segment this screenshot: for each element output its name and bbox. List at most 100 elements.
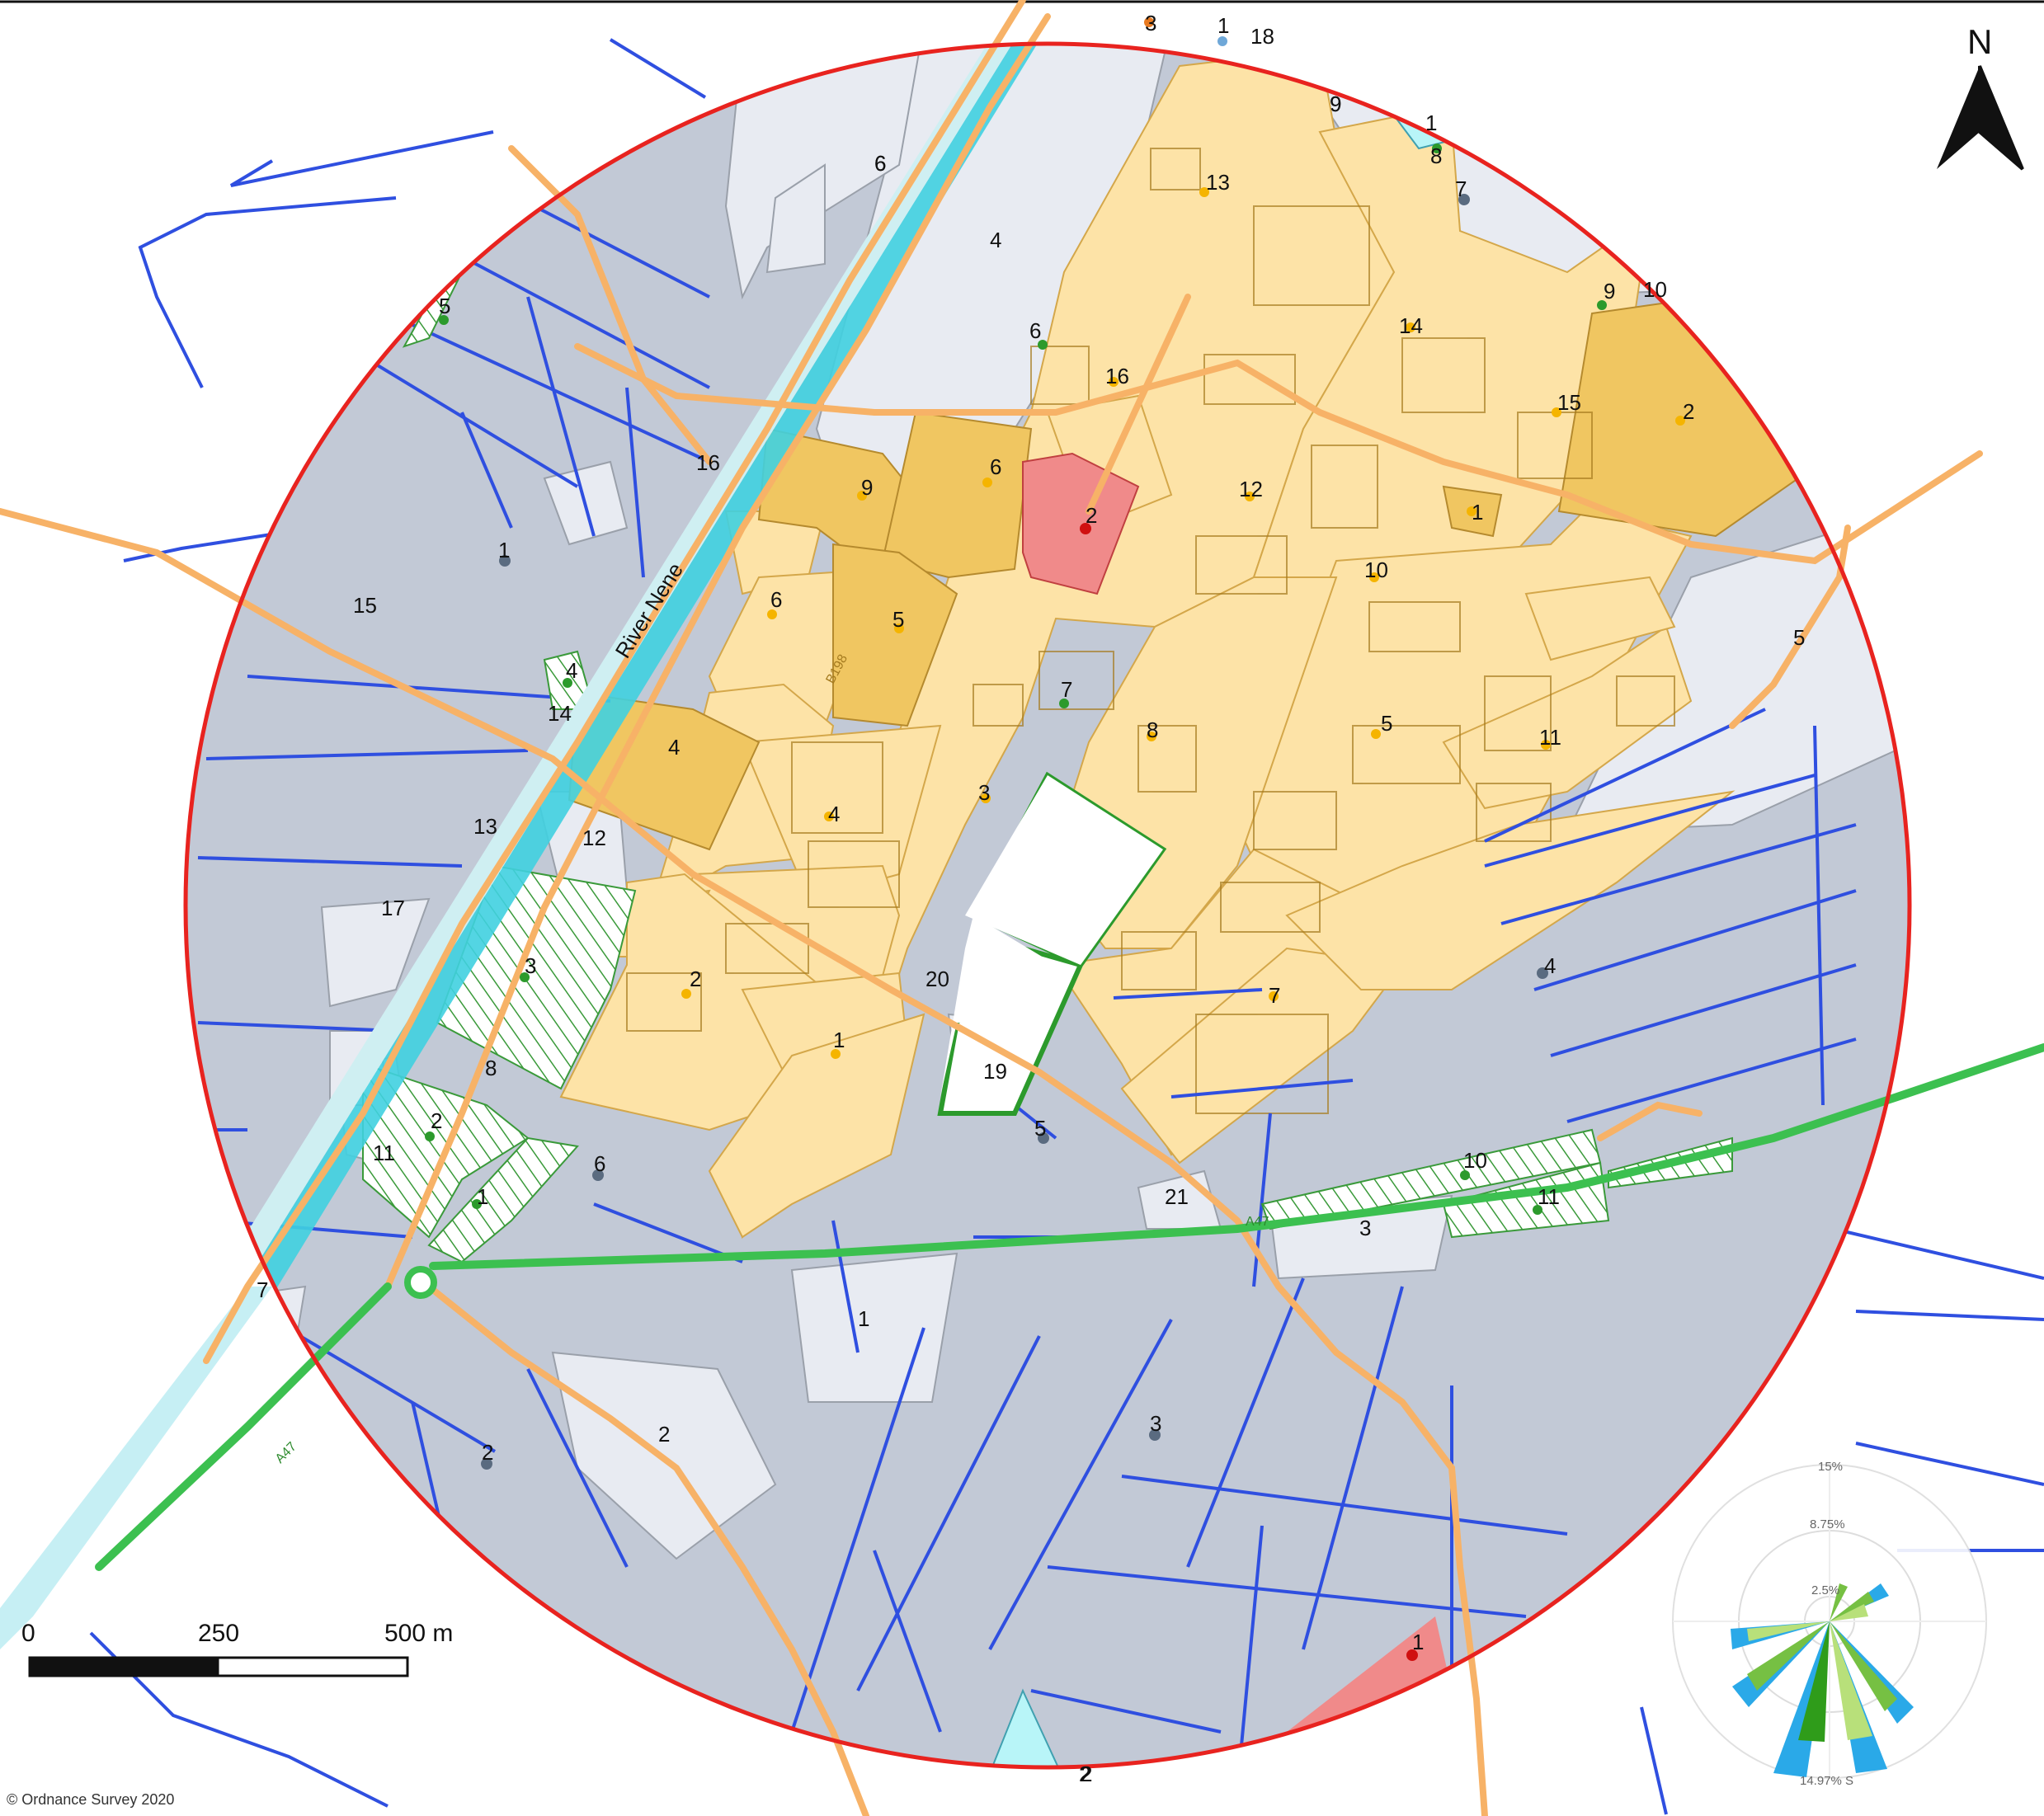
label-yellow-3: 3 <box>978 780 990 805</box>
scale-bar: 0 250 500 m <box>21 1620 453 1677</box>
label-lb-11: 11 <box>373 1141 395 1165</box>
label-lb-21: 21 <box>1165 1184 1189 1209</box>
marker-red <box>1406 1649 1418 1661</box>
label-yellow-12: 12 <box>1239 477 1263 501</box>
label-lb-6: 6 <box>874 151 886 176</box>
map-labels: 1 2 2 3 4 5 6 6 7 7 1 1 2 3 5 6 8 9 10 1… <box>257 11 1805 1786</box>
marker-grey <box>481 1458 492 1470</box>
label-lb-12: 12 <box>582 826 606 850</box>
label-green-10: 10 <box>1463 1148 1487 1173</box>
label-lb-2: 2 <box>658 1422 670 1447</box>
label-lb-10: 10 <box>1643 277 1667 302</box>
marker-grey <box>1149 1429 1161 1441</box>
road-label-a47-1: A47 <box>1246 1215 1269 1229</box>
label-yellow-1: 1 <box>833 1028 845 1052</box>
label-lb-13: 13 <box>473 814 497 839</box>
highlight-area-2 <box>1022 452 1140 595</box>
roundabout <box>404 1266 437 1299</box>
label-yellow-6b: 6 <box>990 454 1001 479</box>
label-yellow-5: 5 <box>892 607 904 632</box>
copyright: © Ordnance Survey 2020 <box>7 1791 174 1808</box>
wind-rose-ring-25: 2.5% <box>1811 1583 1839 1597</box>
label-yellow-7: 7 <box>1269 983 1280 1008</box>
buffer-circle <box>183 41 1912 1770</box>
label-lb-1: 1 <box>1217 13 1229 38</box>
label-lb-14: 14 <box>548 701 572 726</box>
label-lb-17: 17 <box>381 896 405 920</box>
label-lb-9: 9 <box>1330 92 1341 116</box>
water-body-2 <box>972 1688 1074 1767</box>
marker-red <box>1080 523 1091 534</box>
label-red-1: 1 <box>1412 1630 1424 1654</box>
scale-tick-0: 0 <box>21 1620 35 1647</box>
label-lb-5: 5 <box>1793 625 1805 650</box>
marker-grey <box>1537 967 1548 979</box>
wind-rose-max: 14.97% S <box>1800 1774 1853 1788</box>
label-green-1: 1 <box>477 1184 488 1209</box>
label-yellow-6: 6 <box>770 587 782 612</box>
label-yellow-4: 4 <box>828 802 840 826</box>
label-lb-8: 8 <box>485 1056 497 1080</box>
label-green-5: 5 <box>439 294 450 318</box>
label-green-8: 8 <box>1430 143 1442 168</box>
label-yellow-13: 13 <box>1206 170 1230 195</box>
label-grey-4: 4 <box>1544 953 1556 978</box>
label-grey-7b: 7 <box>257 1277 268 1302</box>
label-other-9: 9 <box>1330 92 1341 116</box>
label-yellow-4b: 4 <box>668 735 680 760</box>
label-grey-6: 6 <box>594 1151 605 1176</box>
label-lb-3: 3 <box>1359 1216 1371 1240</box>
label-grey-3: 3 <box>1150 1411 1161 1436</box>
label-green-7: 7 <box>1061 677 1072 702</box>
label-grey-1: 1 <box>498 538 510 562</box>
north-label: N <box>1967 22 1992 61</box>
label-lb-20: 20 <box>925 967 949 991</box>
marker-grey <box>592 1169 604 1181</box>
scale-tick-500: 500 m <box>384 1620 453 1647</box>
label-other-1: 1 <box>1425 111 1437 135</box>
label-yellow-1b: 1 <box>1472 500 1483 525</box>
label-other-2: 2 <box>1081 1762 1092 1786</box>
buildings <box>626 148 1675 1114</box>
label-yellow-5b: 5 <box>1381 711 1392 736</box>
marker-grey <box>1458 194 1470 205</box>
label-grey-6b: 6 <box>874 151 886 176</box>
north-arrow: N <box>1937 22 2024 171</box>
label-grey-2b: 2 <box>1079 1762 1090 1786</box>
label-grey-7: 7 <box>1455 176 1467 201</box>
wind-rose: 15% 8.75% 2.5% 14.97% S <box>1672 1460 1987 1788</box>
wind-rose-ring-875: 8.75% <box>1810 1517 1845 1531</box>
label-lb-16: 16 <box>696 450 720 475</box>
label-green-11: 11 <box>1538 1184 1560 1209</box>
marker-grey <box>1038 1132 1049 1144</box>
label-red-2: 2 <box>1086 503 1097 528</box>
label-yellow-16: 16 <box>1105 364 1129 388</box>
label-lb-18: 18 <box>1250 24 1274 49</box>
label-lb-19: 19 <box>983 1059 1007 1084</box>
label-grey-5: 5 <box>1034 1116 1046 1141</box>
label-green-2: 2 <box>431 1108 442 1133</box>
label-other-4: 4 <box>990 228 1001 252</box>
marker-grey <box>499 555 511 567</box>
label-yellow-8: 8 <box>1147 717 1158 742</box>
scale-tick-250: 250 <box>198 1620 239 1647</box>
label-grey-2a: 2 <box>482 1440 493 1465</box>
label-green-3: 3 <box>525 953 536 978</box>
label-yellow-9: 9 <box>861 475 873 500</box>
label-lb-15: 15 <box>353 593 377 618</box>
label-yellow-2b: 2 <box>1683 399 1694 424</box>
label-yellow-2: 2 <box>690 967 701 991</box>
label-yellow-15: 15 <box>1557 390 1581 415</box>
label-green-6: 6 <box>1029 318 1041 343</box>
label-yellow-11: 11 <box>1539 725 1561 750</box>
a47-road <box>95 1043 2044 1571</box>
label-green-4: 4 <box>566 658 577 683</box>
label-yellow-10: 10 <box>1364 558 1388 582</box>
label-other-3: 3 <box>1145 11 1156 35</box>
roads <box>0 0 1983 1816</box>
label-lb-1b: 1 <box>858 1306 869 1331</box>
marker-lightblue <box>1217 36 1227 46</box>
label-green-9: 9 <box>1604 279 1615 303</box>
river-nene <box>186 44 1064 1649</box>
